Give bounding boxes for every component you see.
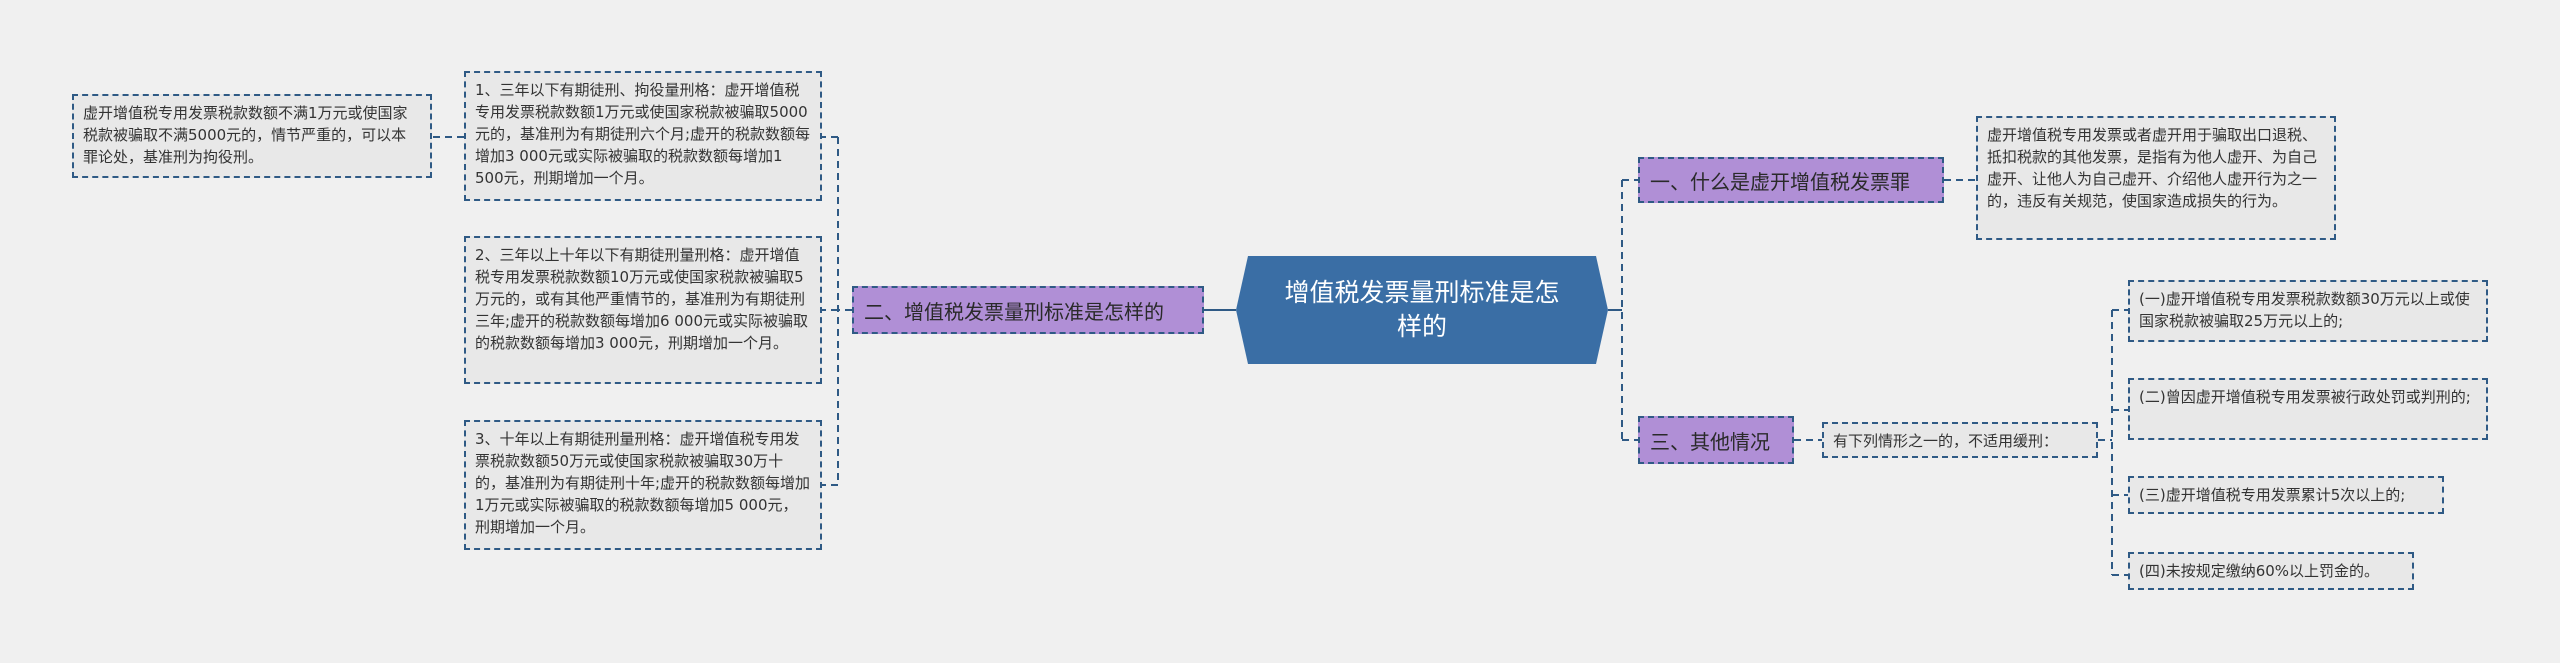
leaf-text: (四)未按规定缴纳60%以上罚金的。 [2139, 562, 2380, 580]
leaf-text: 3、十年以上有期徒刑量刑格：虚开增值税专用发票税款数额50万元或使国家税款被骗取… [475, 430, 811, 536]
leaf-text: 虚开增值税专用发票税款数额不满1万元或使国家税款被骗取不满5000元的，情节严重… [83, 104, 408, 166]
leaf-text: (二)曾因虚开增值税专用发票被行政处罚或判刑的; [2139, 388, 2471, 406]
leaf-text: 1、三年以下有期徒刑、拘役量刑格：虚开增值税专用发票税款数额1万元或使国家税款被… [475, 81, 811, 187]
root-node[interactable]: 增值税发票量刑标准是怎样的 [1236, 256, 1608, 364]
root-hexagon-shape [1236, 256, 1608, 364]
branch-node-sentencing-standards[interactable]: 二、增值税发票量刑标准是怎样的 [852, 286, 1204, 334]
leaf-node-condition-1[interactable]: (一)虚开增值税专用发票税款数额30万元以上或使国家税款被骗取25万元以上的; [2128, 280, 2488, 342]
leaf-node-condition-4[interactable]: (四)未按规定缴纳60%以上罚金的。 [2128, 552, 2414, 590]
leaf-text: 2、三年以上十年以下有期徒刑量刑格：虚开增值税专用发票税款数额10万元或使国家税… [475, 246, 808, 352]
branch-label: 三、其他情况 [1650, 429, 1770, 454]
leaf-text: (三)虚开增值税专用发票累计5次以上的; [2139, 486, 2406, 504]
branch-label: 二、增值税发票量刑标准是怎样的 [864, 299, 1164, 324]
leaf-node-detention[interactable]: 虚开增值税专用发票税款数额不满1万元或使国家税款被骗取不满5000元的，情节严重… [72, 94, 432, 178]
branch-node-what-is-crime[interactable]: 一、什么是虚开增值税发票罪 [1638, 157, 1944, 203]
leaf-node-three-to-ten-years[interactable]: 2、三年以上十年以下有期徒刑量刑格：虚开增值税专用发票税款数额10万元或使国家税… [464, 236, 822, 384]
branch-node-other-situations[interactable]: 三、其他情况 [1638, 416, 1794, 464]
leaf-node-crime-definition[interactable]: 虚开增值税专用发票或者虚开用于骗取出口退税、抵扣税款的其他发票，是指有为他人虚开… [1976, 116, 2336, 240]
leaf-node-condition-2[interactable]: (二)曾因虚开增值税专用发票被行政处罚或判刑的; [2128, 378, 2488, 440]
branch-label: 一、什么是虚开增值税发票罪 [1650, 169, 1910, 194]
leaf-text: 虚开增值税专用发票或者虚开用于骗取出口退税、抵扣税款的其他发票，是指有为他人虚开… [1987, 126, 2318, 210]
leaf-text: 有下列情形之一的，不适用缓刑： [1833, 432, 2059, 450]
leaf-node-over-ten-years[interactable]: 3、十年以上有期徒刑量刑格：虚开增值税专用发票税款数额50万元或使国家税款被骗取… [464, 420, 822, 550]
leaf-node-no-probation[interactable]: 有下列情形之一的，不适用缓刑： [1822, 422, 2098, 458]
root-title: 增值税发票量刑标准是怎样的 [1284, 278, 1560, 341]
leaf-text: (一)虚开增值税专用发票税款数额30万元以上或使国家税款被骗取25万元以上的; [2139, 290, 2470, 330]
leaf-node-under-three-years[interactable]: 1、三年以下有期徒刑、拘役量刑格：虚开增值税专用发票税款数额1万元或使国家税款被… [464, 71, 822, 201]
leaf-node-condition-3[interactable]: (三)虚开增值税专用发票累计5次以上的; [2128, 476, 2444, 514]
